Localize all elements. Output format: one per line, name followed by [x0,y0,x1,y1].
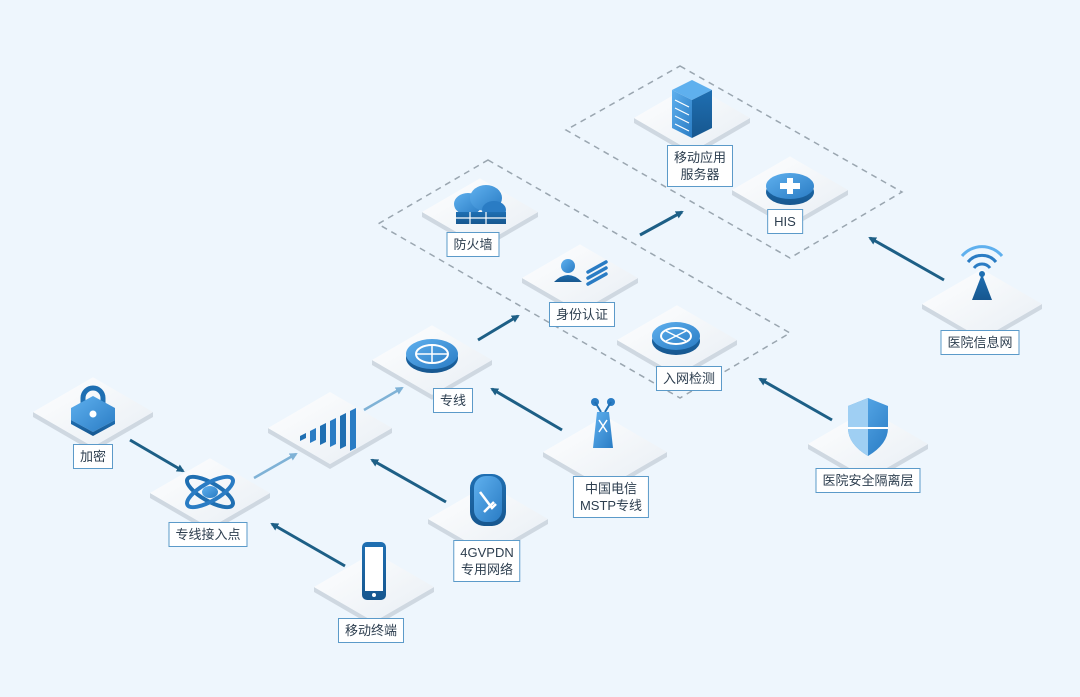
line-access-point-label: 专线接入点 [175,527,241,542]
arrow-auth-to-server-zone [639,210,684,237]
arrow-vpdn-to-signal [370,458,447,504]
security-zone-boundary [376,159,792,399]
arrow-encryption-to-access-point [129,438,185,473]
label-identity-auth: 身份认证 [548,302,616,327]
platform-mstp [543,416,667,488]
id-card-icon [554,259,608,286]
encryption-label: 加密 [79,449,107,464]
mobile-app-server-label-line1: 移动应用 [673,150,727,165]
shield-icon [848,398,888,456]
label-line-access-point: 专线接入点 [168,522,248,547]
arrow-dedicated-line-to-auth [477,314,520,342]
mobile-app-server-label-line2: 服务器 [680,167,720,182]
cloud-network-icon [470,474,506,526]
platform-hospital-info-network [922,269,1042,339]
network-node-icon [185,474,235,510]
mstp-label-line2: MSTP专线 [579,498,643,513]
hospital-security-layer-label: 医院安全隔离层 [822,473,914,488]
server-zone-boundary [564,65,904,259]
firewall-label: 防火墙 [453,237,493,252]
access-detection-label: 入网检测 [662,371,716,386]
label-his: HIS [767,209,803,234]
medical-cross-icon [766,173,814,205]
label-dedicated-line: 专线 [432,388,474,413]
mobile-terminal-label: 移动终端 [344,623,398,638]
label-access-detection: 入网检测 [655,366,723,391]
label-hospital-info-network: 医院信息网 [940,330,1020,355]
padlock-icon [71,385,115,436]
connection-arrows [129,210,945,568]
his-label: HIS [774,214,796,229]
vpdn-label-line2: 专用网络 [460,562,513,577]
arrow-signal-to-dedicated-line [363,386,404,412]
label-vpdn: 4GVPDN 专用网络 [453,540,521,582]
label-hospital-security-layer: 医院安全隔离层 [815,468,921,493]
arrow-info-network-to-his [868,236,945,282]
platform-identity-auth [522,244,638,312]
mstp-label-line1: 中国电信 [584,481,637,496]
identity-auth-label: 身份认证 [555,307,609,322]
dedicated-line-label: 专线 [439,393,467,408]
label-mobile-terminal: 移动终端 [337,618,405,643]
vpdn-label-line1: 4GVPDN [460,545,514,560]
firewall-cloud-icon [454,185,506,224]
arrow-terminal-to-access-point [270,522,346,568]
label-mstp: 中国电信 MSTP专线 [572,476,650,518]
arrow-security-layer-to-detection [758,377,833,422]
antenna-tower-icon [591,398,615,448]
arrow-access-point-to-signal [253,452,298,480]
detection-disc-icon [652,322,700,355]
broadcast-signal-icon [960,245,1004,300]
label-encryption: 加密 [72,444,114,469]
arrow-mstp-to-dedicated-line [490,387,563,432]
server-rack-icon [672,80,712,138]
smartphone-icon [362,542,386,600]
hospital-info-network-label: 医院信息网 [947,335,1013,350]
label-firewall: 防火墙 [446,232,500,257]
signal-bars-icon [300,408,356,451]
label-mobile-app-server: 移动应用 服务器 [666,145,734,187]
globe-refresh-icon [406,339,458,373]
